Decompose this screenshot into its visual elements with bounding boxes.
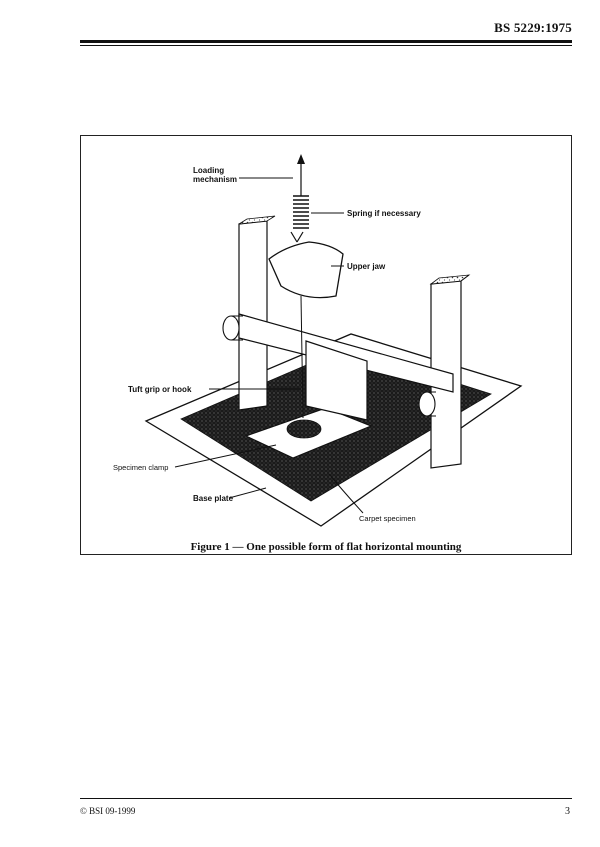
label-upper-jaw: Upper jaw — [347, 262, 386, 271]
leader-carpet — [328, 473, 364, 514]
tuft-wire — [300, 295, 304, 419]
figure-frame: Loading mechanism Spring if necessary Up… — [80, 135, 572, 555]
label-clamp: Specimen clamp — [113, 463, 168, 472]
label-loading-2: mechanism — [193, 175, 237, 184]
footer-page-number: 3 — [565, 806, 570, 817]
mounting-illustration: Loading mechanism Spring if necessary Up… — [113, 154, 523, 527]
figure-caption: Figure 1 — One possible form of flat hor… — [190, 541, 462, 553]
footer-rule — [80, 798, 572, 799]
label-spring: Spring if necessary — [347, 209, 421, 218]
leader-base — [228, 487, 267, 499]
header-rule-thick — [80, 40, 572, 43]
right-clamp-knob — [418, 391, 436, 417]
right-post-edge — [460, 274, 470, 282]
header-rule-thin — [80, 45, 572, 46]
label-tuft: Tuft grip or hook — [128, 385, 192, 394]
upper-jaw — [268, 241, 344, 299]
header-document-code: BS 5229:1975 — [494, 20, 572, 35]
up-arrow-icon — [297, 154, 305, 164]
label-loading: Loading — [193, 166, 224, 175]
clamp-aperture — [286, 419, 322, 439]
spring — [293, 195, 309, 229]
label-carpet: Carpet specimen — [359, 514, 416, 523]
footer-copyright: © BSI 09-1999 — [80, 806, 136, 816]
left-clamp-knob — [222, 315, 240, 341]
guide-plate — [305, 340, 368, 421]
left-post-top — [238, 215, 276, 225]
label-base: Base plate — [193, 494, 234, 503]
jaw-hook — [290, 231, 304, 243]
leader-clamp — [174, 444, 277, 468]
